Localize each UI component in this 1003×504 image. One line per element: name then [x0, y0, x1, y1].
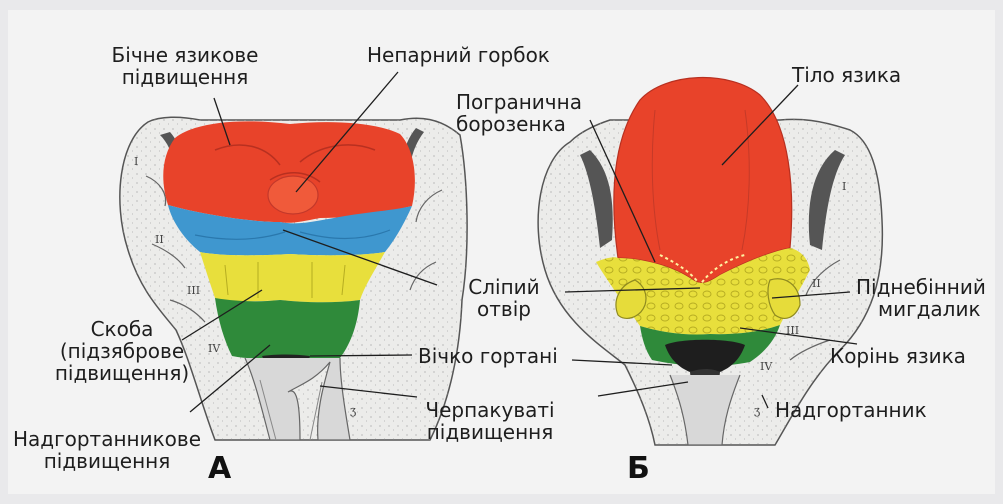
label-epiglottic-swelling: Надгортанникове підвищення	[12, 428, 202, 472]
label-line: Піднебінний	[856, 276, 986, 298]
label-palatine-tonsil: Піднебінний мигдалик	[856, 276, 986, 320]
label-line: отвір	[444, 298, 564, 320]
label-laryngeal-opening: Вічко гортані	[418, 345, 558, 367]
panel-label-a: А	[208, 454, 231, 484]
label-line: (підзяброве	[52, 340, 192, 362]
numeral-b-1: I	[842, 180, 846, 193]
label-blind-foramen: Сліпий отвір	[444, 276, 564, 320]
numeral-a-1: I	[134, 155, 138, 168]
label-tongue-root: Корінь язика	[830, 345, 966, 367]
label-arytenoid-swellings: Черпакуваті підвищення	[415, 399, 565, 443]
label-copula: Скоба (підзяброве підвищення)	[52, 318, 192, 384]
panel-b-drawing	[538, 78, 882, 445]
label-line: Бічне язикове	[90, 44, 280, 66]
numeral-a-2: II	[155, 233, 164, 246]
label-line: борозенка	[456, 113, 582, 135]
label-terminal-sulcus: Погранична борозенка	[456, 91, 582, 135]
numeral-b-3: III	[786, 324, 799, 337]
panel-b-tongue-body	[614, 78, 792, 283]
label-line: Погранична	[456, 91, 582, 113]
panel-a-green-arch	[215, 298, 360, 359]
label-line: Скоба	[52, 318, 192, 340]
panel-a-tuberculum-impar	[268, 176, 318, 214]
numeral-a-3: III	[187, 284, 200, 297]
numeral-a-4: IV	[208, 342, 221, 355]
label-lateral-lingual-swelling: Бічне язикове підвищення	[90, 44, 280, 88]
label-tongue-body: Тіло язика	[792, 64, 901, 86]
numeral-b-5: ʒ	[754, 404, 760, 417]
numeral-b-2: II	[812, 277, 821, 290]
label-line: підвищення	[90, 66, 280, 88]
label-line: Надгортанникове	[12, 428, 202, 450]
label-line: підвищення	[415, 421, 565, 443]
label-tuberculum-impar: Непарний горбок	[367, 44, 550, 66]
label-line: підвищення	[12, 450, 202, 472]
label-line: Черпакуваті	[415, 399, 565, 421]
panel-label-b: Б	[627, 454, 650, 484]
label-epiglottis: Надгортанник	[775, 399, 927, 421]
numeral-a-5: ʒ	[350, 404, 356, 417]
numeral-b-4: IV	[760, 360, 773, 373]
label-line: підвищення)	[52, 362, 192, 384]
panel-a-drawing	[120, 117, 467, 440]
label-line: Сліпий	[444, 276, 564, 298]
label-line: мигдалик	[856, 298, 986, 320]
